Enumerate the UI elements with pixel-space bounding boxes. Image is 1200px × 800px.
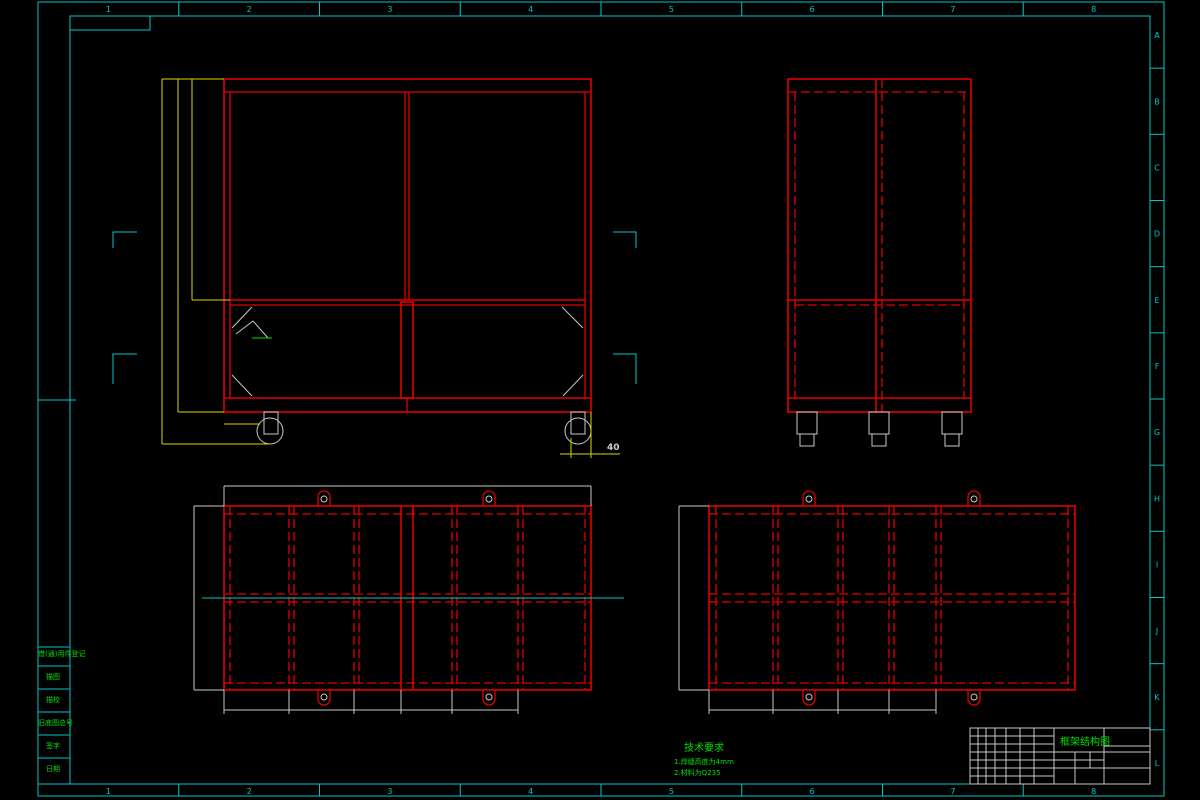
stamp-row-5: 日期: [46, 765, 60, 773]
zone-col-bottom-1: 1: [106, 787, 111, 796]
plan-view-top: [193, 485, 624, 714]
plan-a-lifting-lugs: [317, 490, 496, 706]
gusset-tr: [561, 306, 584, 329]
tech-req-heading: 技术要求: [684, 741, 724, 754]
zone-row-C: C: [1154, 163, 1160, 172]
zone-col-bottom-3: 3: [387, 787, 392, 796]
plan-a-dimensions: [193, 485, 592, 714]
drawing-title: 框架结构图: [1060, 735, 1110, 748]
stamp-row-3: 旧底图总号: [38, 718, 73, 727]
section-mark-br: [613, 353, 637, 384]
zone-col-bottom-4: 4: [528, 787, 533, 796]
plan-view-bottom: [678, 490, 1076, 714]
section-markers: [112, 231, 637, 384]
front-dimensions: 40: [161, 78, 620, 458]
stamp-row-1: 描图: [46, 672, 60, 681]
zone-row-B: B: [1154, 97, 1160, 106]
gusset-tl: [231, 306, 253, 329]
zone-col-top-8: 8: [1091, 5, 1096, 14]
zone-dividers: [178, 2, 1164, 796]
section-mark-tl: [112, 231, 137, 248]
zone-col-top-6: 6: [810, 5, 815, 14]
zone-col-top-2: 2: [247, 5, 252, 14]
zone-row-H: H: [1154, 494, 1160, 503]
stamp-row-2: 描校: [46, 695, 60, 704]
zone-row-E: E: [1154, 296, 1159, 305]
zone-col-bottom-2: 2: [247, 787, 252, 796]
plan-b-lifting-lugs: [802, 490, 981, 706]
left-stamp-table: 借(通)用件登记 描图 描校 旧底图总号 签字 日期: [37, 646, 85, 785]
section-mark-bl: [112, 353, 137, 384]
title-block: 框架结构图: [969, 727, 1151, 785]
outer-border: [37, 1, 1165, 797]
zone-row-I: I: [1156, 560, 1158, 569]
caster-left: [256, 411, 284, 445]
tech-req-item-2: 2.材料为Q235: [674, 768, 721, 777]
zone-col-bottom-8: 8: [1091, 787, 1096, 796]
technical-requirements: 技术要求 1.焊缝高度为4mm 2.材料为Q235: [674, 741, 734, 777]
front-view: [223, 78, 592, 445]
zone-col-top-3: 3: [387, 5, 392, 14]
side-view: [787, 78, 972, 447]
weld-leader: [235, 320, 254, 335]
dim-40-label: 40: [607, 443, 620, 453]
gusset-br: [562, 374, 584, 397]
gusset-bl: [231, 374, 253, 397]
weld-leader-2: [252, 320, 269, 339]
front-outer-frame: [223, 78, 592, 413]
zone-col-top-1: 1: [106, 5, 111, 14]
zone-row-K: K: [1154, 693, 1160, 702]
zone-row-D: D: [1154, 230, 1160, 239]
plan-b-outer: [708, 505, 1076, 691]
zone-row-F: F: [1155, 362, 1160, 371]
plan-b-dimensions: [678, 505, 937, 714]
zone-row-G: G: [1154, 428, 1160, 437]
stamp-row-0: 借(通)用件登记: [38, 649, 85, 658]
front-lower-center-post: [400, 301, 414, 399]
stamp-row-4: 签字: [46, 741, 60, 750]
zone-col-bottom-5: 5: [669, 787, 674, 796]
side-casters: [796, 411, 963, 447]
zone-col-bottom-7: 7: [950, 787, 955, 796]
inner-border: [69, 15, 1151, 785]
zone-row-J: J: [1155, 627, 1158, 636]
zone-row-A: A: [1154, 31, 1160, 40]
side-outer-frame: [787, 78, 972, 413]
zone-col-top-5: 5: [669, 5, 674, 14]
zone-row-L: L: [1155, 759, 1160, 768]
zone-col-bottom-6: 6: [810, 787, 815, 796]
zone-col-top-4: 4: [528, 5, 533, 14]
section-mark-tr: [613, 231, 637, 248]
zone-col-top-7: 7: [950, 5, 955, 14]
tech-req-item-1: 1.焊缝高度为4mm: [674, 757, 734, 766]
caster-right: [564, 411, 592, 445]
top-left-box: [69, 15, 151, 31]
